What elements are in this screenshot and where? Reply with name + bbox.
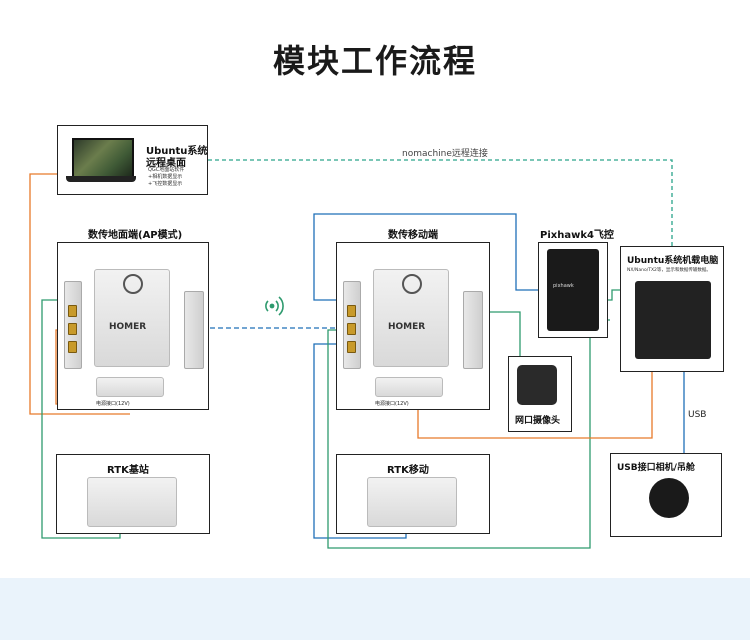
- rtk-mobile-device: [367, 477, 457, 527]
- rtk-base-device: [87, 477, 177, 527]
- ground-side-module-right: [184, 291, 204, 369]
- onboard-pc-desc: NX/Nano/TX2等，显示和数据传输数据。: [627, 268, 711, 273]
- mobile-onboard-orange-wire: [417, 360, 653, 439]
- pixhawk-title: Pixhawk4飞控: [540, 230, 614, 241]
- ground-power-module: [96, 377, 164, 397]
- ground-station-title: 数传地面端(AP模式): [88, 230, 183, 241]
- onboard-pc-board: [635, 281, 711, 359]
- mobile-port-2: [347, 323, 356, 335]
- onboard-pc-box: Ubuntu系统机载电脑 NX/Nano/TX2等，显示和数据传输数据。: [620, 246, 724, 372]
- mobile-port-3: [347, 341, 356, 353]
- rtk-base-title: RTK基站: [107, 465, 149, 476]
- mobile-side-module-right: [463, 291, 483, 369]
- ground-port-1: [68, 305, 77, 317]
- mobile-power-label: 电源接口(12V): [375, 401, 409, 407]
- mobile-brand: HOMER: [388, 322, 426, 332]
- laptop-title-1: Ubuntu系统: [146, 146, 208, 157]
- laptop-desc-3: +飞控数据显示: [148, 181, 183, 187]
- mobile-radio-device: HOMER: [373, 269, 449, 367]
- usb-camera-image: [649, 478, 689, 518]
- laptop-base: [66, 176, 136, 182]
- laptop-box: Ubuntu系统 远程桌面 QGC地面站软件 +相机数据显示 +飞控数据显示: [57, 125, 208, 195]
- mobile-station-title: 数传移动端: [388, 230, 438, 241]
- ground-power-label: 电源接口(12V): [96, 401, 130, 407]
- mobile-pixhawk-blue-wire: [313, 213, 560, 301]
- pixhawk-box: pixhawk: [538, 242, 608, 338]
- fan-icon: [123, 274, 143, 294]
- camera-green-wire: [480, 311, 521, 356]
- ground-station-box: HOMER 电源接口(12V): [57, 242, 209, 410]
- usb-label: USB: [688, 410, 707, 420]
- usb-camera-title: USB接口相机/吊舱: [617, 463, 695, 473]
- laptop-desc-1: QGC地面站软件: [148, 167, 185, 173]
- mobile-port-1: [347, 305, 356, 317]
- laptop-desc-2: +相机数据显示: [148, 174, 183, 180]
- rtk-mobile-box: RTK移动: [336, 454, 490, 534]
- ground-radio-device: HOMER: [94, 269, 170, 367]
- fan-icon: [402, 274, 422, 294]
- ground-port-2: [68, 323, 77, 335]
- usb-camera-box: USB接口相机/吊舱: [610, 453, 722, 537]
- pixhawk-screen-text: pixhawk: [553, 283, 574, 289]
- page-title: 模块工作流程: [272, 42, 477, 80]
- rtk-base-box: RTK基站: [56, 454, 210, 534]
- network-camera-image: [517, 365, 557, 405]
- laptop-image: [72, 138, 134, 178]
- network-camera-box: 网口摄像头: [508, 356, 572, 432]
- ground-brand: HOMER: [109, 322, 147, 332]
- laptop-title-2: 远程桌面: [146, 158, 186, 169]
- onboard-pc-title: Ubuntu系统机载电脑: [627, 256, 719, 266]
- bottom-band: [0, 578, 750, 640]
- mobile-power-module: [375, 377, 443, 397]
- mobile-station-box: HOMER 电源接口(12V): [336, 242, 490, 410]
- rtk-mobile-title: RTK移动: [387, 465, 429, 476]
- nomachine-link-line: [208, 159, 673, 246]
- remote-link-label: nomachine远程连接: [402, 149, 488, 159]
- laptop-orange-wire: [29, 173, 130, 415]
- pixhawk-device: pixhawk: [547, 249, 599, 331]
- wireless-icon: [265, 296, 284, 316]
- ground-port-3: [68, 341, 77, 353]
- network-camera-title: 网口摄像头: [515, 416, 561, 426]
